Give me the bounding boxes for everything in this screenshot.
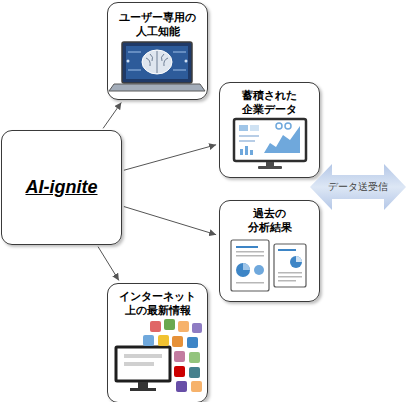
box-title: 蓄積された 企業データ — [225, 89, 315, 117]
internet-icons-part — [176, 381, 187, 392]
monitor-chart-icon-part — [239, 135, 259, 137]
monitor-chart-icon-part — [234, 119, 306, 161]
monitor-chart-icon-part — [258, 166, 282, 169]
box-title: インターネット 上の最新情報 — [113, 290, 203, 318]
source-box: インターネット 上の最新情報 — [107, 283, 208, 402]
document-report-icon-part — [236, 246, 258, 248]
document-report-icon-part — [274, 244, 306, 287]
monitor-chart-icon-part — [239, 140, 255, 142]
product-name: AI-ignite — [26, 176, 98, 199]
box-title: ユーザー専用の 人工知能 — [113, 11, 203, 39]
document-report-icon-part — [296, 256, 302, 262]
double-arrow-outline — [310, 164, 406, 210]
monitor-chart-icon-part — [239, 125, 248, 131]
document-report-icon-part — [231, 240, 269, 291]
internet-icons-part — [130, 388, 156, 391]
box-title: 過去の 分析結果 — [240, 207, 300, 235]
connector-arrow — [124, 207, 216, 235]
double-arrow: データ送受信 — [310, 163, 406, 211]
laptop-brain-icon-part — [126, 46, 188, 79]
monitor-chart-icon-part — [250, 150, 253, 155]
internet-icons-part — [124, 362, 154, 366]
laptop-brain-icon-part — [128, 70, 141, 71]
source-box: ユーザー専用の 人工知能 — [107, 2, 208, 100]
internet-icons-part — [192, 323, 202, 333]
internet-icons-part — [143, 335, 154, 346]
monitor-chart-icon — [234, 119, 306, 169]
laptop-brain-icon-part — [122, 42, 192, 83]
document-report-icon-part — [254, 265, 264, 275]
internet-icons-part — [116, 347, 170, 381]
monitor-chart-icon-part — [264, 126, 300, 153]
document-report-icon-part — [243, 263, 250, 270]
document-report-icon-part — [236, 282, 264, 284]
internet-icons-part — [164, 319, 175, 330]
laptop-brain-icon-part — [185, 60, 188, 63]
laptop-brain-icon-part — [127, 60, 130, 63]
document-report-icon-part — [278, 272, 302, 274]
laptop-brain-icon-part — [128, 52, 141, 53]
internet-icons-part — [187, 337, 198, 348]
document-report-icon-part — [236, 255, 264, 257]
monitor-chart-icon-part — [240, 149, 243, 155]
laptop-brain-icon-part — [173, 70, 186, 71]
internet-icons-part — [124, 354, 162, 358]
document-report-icon-part — [290, 256, 302, 268]
document-report-icon-part — [236, 251, 264, 253]
laptop-brain-icon-part — [146, 51, 168, 73]
internet-icons-part — [138, 382, 148, 388]
laptop-brain-icon — [109, 42, 205, 91]
monitor-chart-icon-part — [250, 125, 259, 131]
laptop-brain-icon-part — [173, 52, 186, 53]
document-report-icon-part — [236, 263, 250, 277]
internet-icons-part — [178, 321, 189, 332]
arrow-label: データ送受信 — [328, 181, 388, 194]
connector-arrow — [98, 247, 119, 281]
main-box: AI-ignite — [1, 130, 122, 245]
monitor-chart-icon-part — [245, 146, 248, 155]
internet-icons-part — [174, 351, 185, 362]
internet-icons-part — [189, 367, 200, 378]
source-box: 蓄積された 企業データ — [219, 82, 320, 178]
document-report-icon-part — [278, 249, 296, 251]
internet-icons-part — [191, 381, 202, 392]
monitor-chart-icon-part — [276, 123, 282, 129]
internet-icons-part — [172, 336, 183, 347]
internet-icons-part — [174, 366, 185, 377]
document-report-icon-part — [278, 280, 296, 282]
document-report-icon-part — [278, 276, 302, 278]
connector-arrow — [103, 102, 121, 128]
internet-icons — [116, 319, 202, 392]
laptop-brain-icon-part — [109, 84, 205, 91]
internet-icons-part — [158, 335, 169, 346]
document-report-icon — [231, 240, 306, 291]
internet-icons-part — [189, 352, 200, 363]
connector-arrow — [124, 145, 216, 170]
source-box: 過去の 分析結果 — [219, 200, 320, 302]
internet-icons-part — [150, 321, 161, 332]
laptop-brain-icon-part — [142, 50, 172, 74]
monitor-chart-icon-part — [285, 123, 291, 129]
